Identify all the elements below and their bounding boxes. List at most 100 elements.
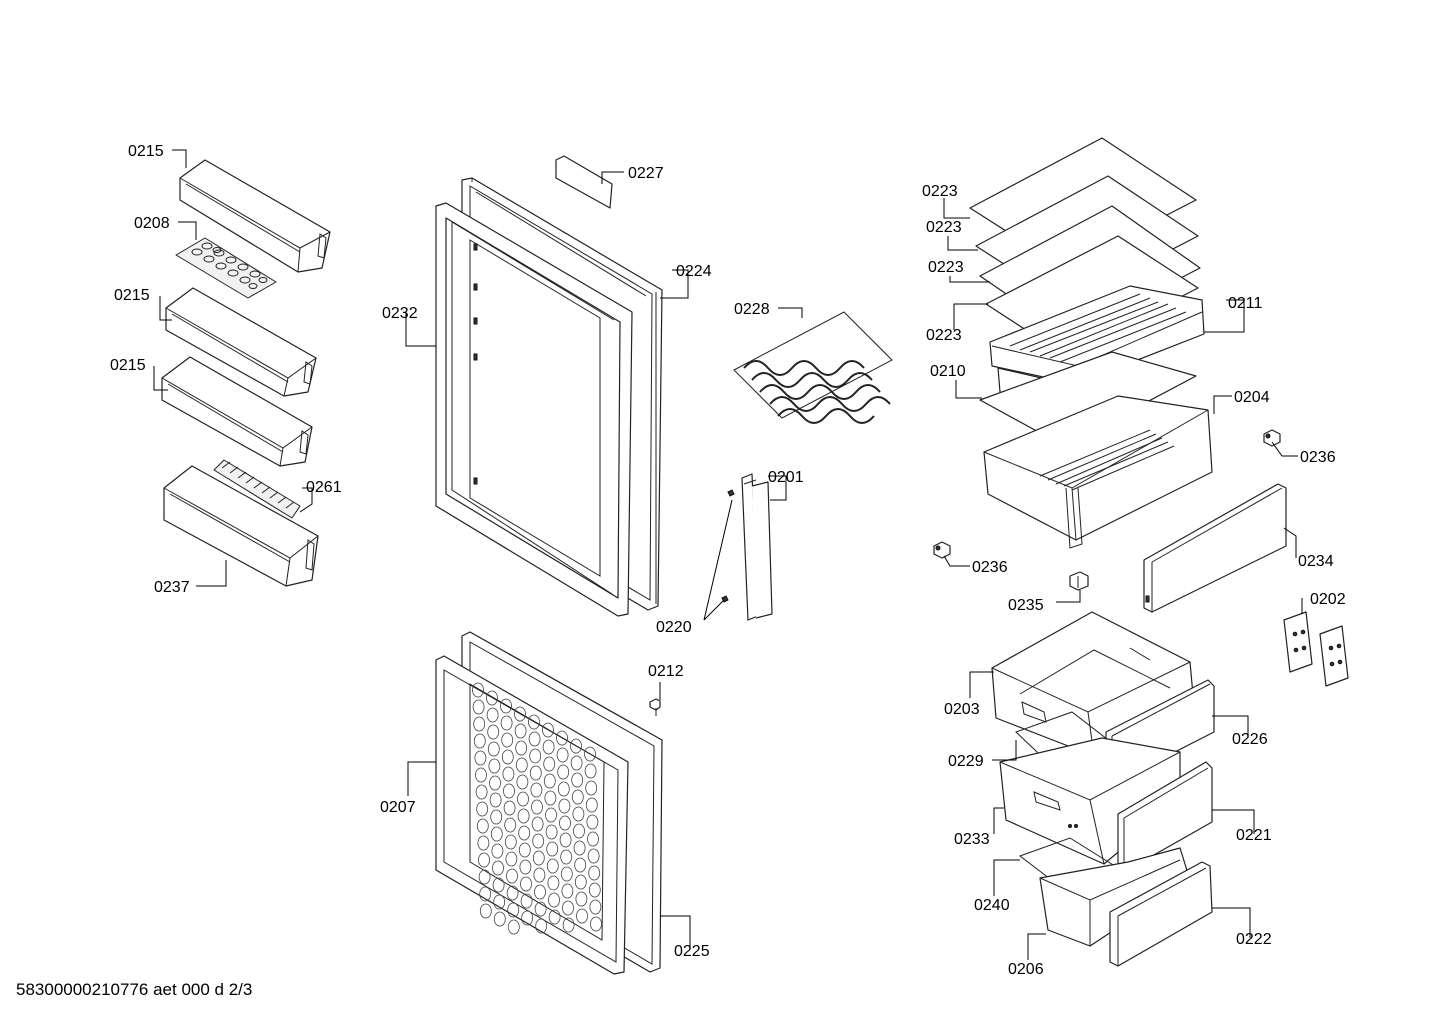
door-dimple (472, 699, 485, 715)
door-dimple (493, 894, 506, 910)
door-dimple (493, 911, 506, 927)
door-shelf-top[interactable] (179, 159, 331, 273)
door-dimple (490, 826, 503, 842)
door-dimple (492, 860, 504, 876)
door-dimple (530, 782, 543, 798)
door-dimple (486, 707, 499, 723)
door-dimple (528, 731, 541, 747)
door-dimple (476, 801, 489, 817)
door-dimple (501, 732, 514, 748)
door-dimple (557, 781, 570, 797)
door-dimple (515, 740, 528, 756)
door-dimple (504, 834, 517, 850)
door-dimple (590, 916, 602, 932)
label-0222: 0222 (1236, 931, 1272, 948)
label-0235: 0235 (1008, 597, 1044, 614)
hinge-pin[interactable] (649, 698, 661, 716)
label-0210: 0210 (930, 363, 966, 380)
crisper-drawer-front[interactable] (1143, 483, 1287, 613)
door-dimple (503, 800, 516, 816)
door-dimple (501, 749, 514, 765)
door-dimple (559, 815, 571, 831)
door-dimple (518, 825, 531, 841)
freezer-door-dimple-pattern (472, 682, 602, 935)
label-0212: 0212 (648, 663, 684, 680)
door-dimple (558, 798, 571, 814)
door-dimple (584, 746, 596, 762)
door-dimple (584, 763, 597, 779)
door-dimple (533, 867, 546, 883)
door-dimple (514, 723, 527, 739)
door-dimple (518, 842, 531, 858)
door-dimple (588, 865, 601, 881)
door-dimple (531, 816, 544, 832)
door-dimple (560, 849, 573, 865)
door-dimple (546, 858, 559, 874)
door-dimple (486, 690, 498, 706)
door-dimple (476, 818, 489, 834)
door-dimple (477, 835, 490, 851)
label-0221: 0221 (1236, 827, 1272, 844)
door-dimple (531, 799, 543, 815)
door-dimple (478, 852, 490, 868)
door-label-sticker (555, 155, 613, 209)
door-dimple (560, 866, 573, 882)
label-0233: 0233 (954, 831, 990, 848)
door-dimple (535, 918, 548, 934)
label-0206: 0206 (1008, 961, 1044, 978)
leader-lines (153, 149, 1303, 960)
door-dimple (500, 715, 513, 731)
door-dimple (587, 848, 600, 864)
label-0229: 0229 (948, 753, 984, 770)
label-0223-a: 0223 (922, 183, 958, 200)
freezer-drawer-bottom-front[interactable] (1109, 861, 1213, 967)
door-shelf-middle[interactable] (165, 287, 317, 397)
door-dimple (546, 841, 559, 857)
screw-upper[interactable] (727, 489, 735, 497)
door-dimple (556, 747, 569, 763)
drawer-runner-clip-right[interactable] (1263, 429, 1281, 447)
door-dimple (503, 783, 515, 799)
door-dimple (506, 868, 518, 884)
label-0208: 0208 (134, 215, 170, 232)
drawer-runner-clip-left[interactable] (933, 541, 951, 559)
clip-centre[interactable] (1069, 571, 1089, 591)
door-dimple (532, 833, 545, 849)
ice-pack-2[interactable] (1319, 625, 1349, 687)
door-dimple (586, 814, 599, 830)
door-dimple (502, 766, 515, 782)
door-dimple (519, 859, 532, 875)
door-dimple (474, 750, 487, 766)
freezer-door-gasket[interactable] (435, 655, 629, 975)
label-0236-a: 0236 (1300, 449, 1336, 466)
door-dimple (574, 874, 587, 890)
bottle-shelf[interactable] (163, 465, 319, 587)
door-dimple (473, 716, 486, 732)
door-dimple (556, 730, 568, 746)
door-dimple (514, 706, 526, 722)
door-dimple (529, 748, 542, 764)
door-dimple (487, 741, 500, 757)
wine-rack[interactable] (733, 311, 893, 424)
bottle-holder-comb[interactable] (213, 459, 301, 519)
door-dimple (520, 893, 533, 909)
label-0215-c: 0215 (110, 357, 146, 374)
door-dimple (543, 773, 556, 789)
door-dimple (489, 792, 502, 808)
ice-pack-1[interactable] (1283, 611, 1313, 673)
door-dimple (559, 832, 572, 848)
door-dimple (517, 791, 529, 807)
label-0227: 0227 (628, 165, 664, 182)
door-dimple (574, 857, 587, 873)
crisper-drawer[interactable] (983, 395, 1213, 549)
fridge-door-gasket[interactable] (435, 202, 633, 617)
label-0228: 0228 (734, 301, 770, 318)
label-0215-b: 0215 (114, 287, 150, 304)
door-shelf-lower[interactable] (161, 356, 313, 467)
egg-tray[interactable] (175, 237, 277, 299)
door-dimple (479, 886, 492, 902)
door-dimple (507, 919, 520, 935)
hinge-cover[interactable] (741, 473, 773, 621)
door-dimple (547, 875, 560, 891)
label-0211: 0211 (1228, 295, 1263, 312)
